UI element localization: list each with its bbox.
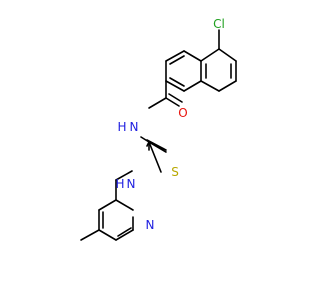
amide-hydrogen-label: H <box>117 120 126 134</box>
bond <box>218 48 237 62</box>
bond <box>200 48 220 62</box>
bond <box>183 50 202 62</box>
molecule-structure: Cl O N H S N H N <box>80 17 237 241</box>
bond <box>115 199 134 211</box>
sulfur-label: S <box>171 165 179 179</box>
bond <box>80 229 100 241</box>
amine-nitrogen-label: N <box>127 177 136 191</box>
chlorine-label: Cl <box>213 17 225 31</box>
bond <box>165 97 180 107</box>
atom-labels: Cl O N H S N H N <box>115 17 224 232</box>
bond <box>169 77 185 87</box>
bond <box>148 141 162 173</box>
bond <box>218 80 237 92</box>
bond <box>146 139 165 150</box>
bond <box>200 80 220 92</box>
pyridine-nitrogen-label: N <box>146 218 155 232</box>
bond <box>117 227 132 237</box>
amine-hydrogen-label: H <box>115 177 124 191</box>
bond <box>115 170 133 181</box>
bond <box>165 80 185 92</box>
oxygen-label: O <box>178 106 187 120</box>
bond <box>148 97 167 109</box>
bond <box>168 93 183 103</box>
bonds <box>80 29 237 241</box>
bond <box>115 229 134 241</box>
bond <box>98 199 117 211</box>
bond <box>165 50 185 62</box>
bond <box>169 55 185 65</box>
amide-nitrogen-label: N <box>130 120 139 134</box>
bond <box>98 229 117 241</box>
bond <box>183 80 202 92</box>
